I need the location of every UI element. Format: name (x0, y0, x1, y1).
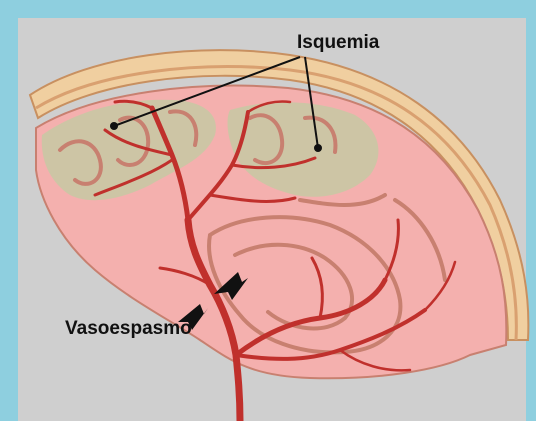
isquemia-pointer-left-dot (111, 123, 117, 129)
vasoespasmo-label: Vasoespasmo (65, 318, 192, 340)
isquemia-label: Isquemia (297, 32, 379, 54)
isquemia-pointer-right-dot (315, 145, 321, 151)
